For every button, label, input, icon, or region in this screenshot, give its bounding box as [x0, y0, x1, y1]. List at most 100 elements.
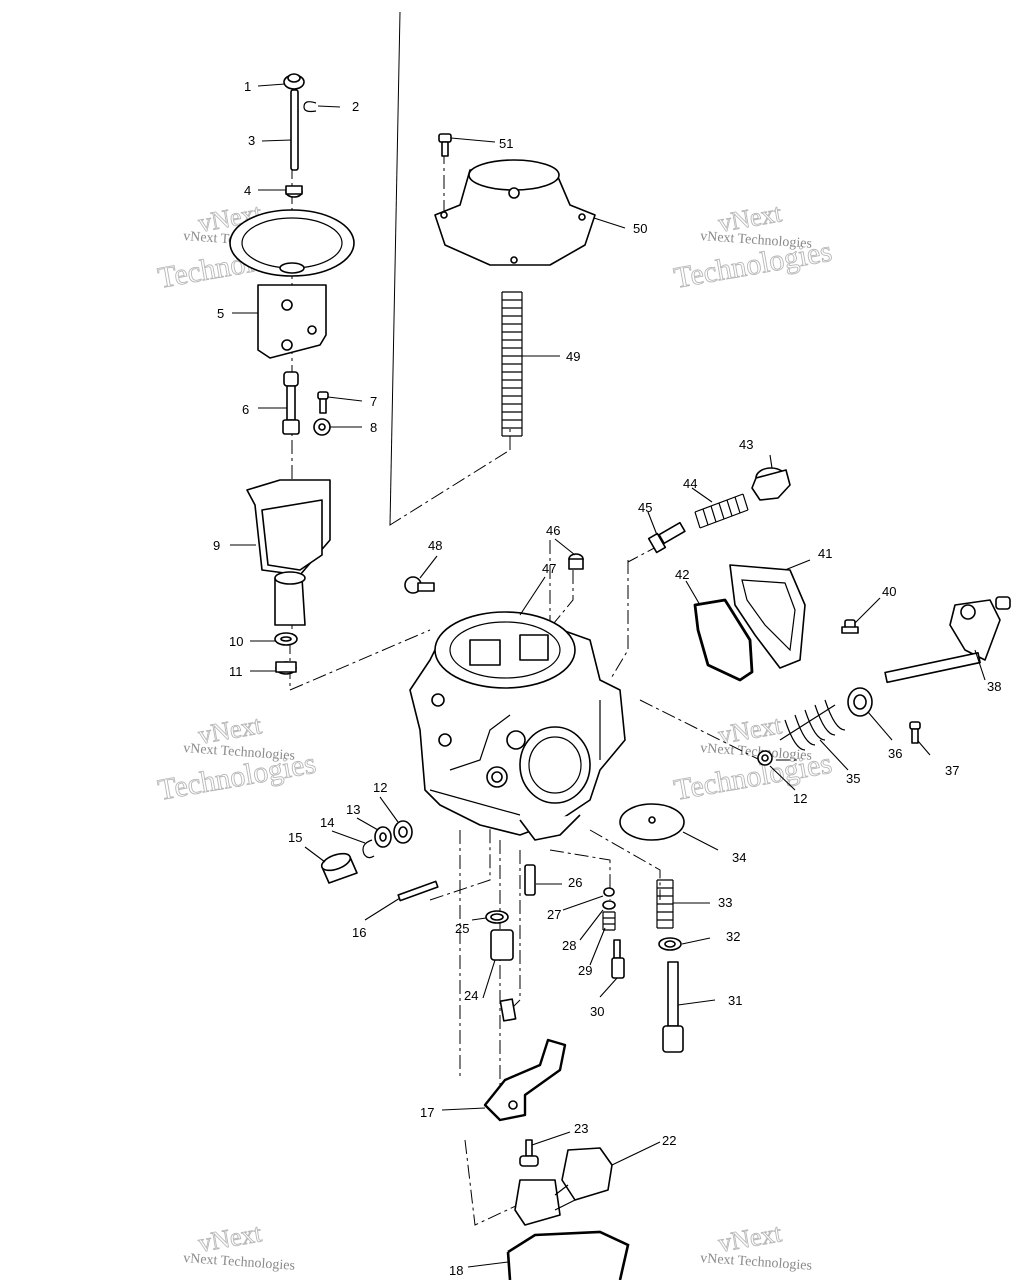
callout-26: 26 [568, 875, 582, 890]
watermark-top-right: vNext Technologies vNext Technologies [671, 198, 835, 296]
callout-48: 48 [428, 538, 442, 553]
callout-41: 41 [818, 546, 832, 561]
part-6-jet-needle-holder [282, 371, 300, 435]
part-30-pilot-screw [611, 939, 625, 979]
part-8-lock-washer [313, 418, 331, 436]
leader-lines [230, 83, 986, 1268]
watermark-mid-right: vNext Technologies vNext Technologies [671, 710, 835, 808]
part-12-seal [393, 820, 413, 844]
callout-29: 29 [578, 963, 592, 978]
callout-38: 38 [987, 679, 1001, 694]
callout-44: 44 [683, 476, 697, 491]
part-42-gasket [693, 598, 754, 682]
callout-10: 10 [229, 634, 243, 649]
callout-1: 1 [244, 79, 251, 94]
callout-40: 40 [882, 584, 896, 599]
part-46-plug [568, 553, 584, 570]
part-41-cover [729, 564, 806, 669]
callout-2: 2 [352, 99, 359, 114]
part-40-screw [841, 619, 859, 634]
part-4-spacer [285, 185, 303, 198]
part-17-bracket [483, 1038, 567, 1122]
callout-5: 5 [217, 306, 224, 321]
callout-17: 17 [420, 1105, 434, 1120]
part-33-spring [656, 879, 674, 929]
callout-8: 8 [370, 420, 377, 435]
callout-49: 49 [566, 349, 580, 364]
watermark-small: vNext Technologies [700, 1251, 813, 1274]
part-1-cap-nut [283, 73, 305, 90]
part-44-spring [694, 493, 749, 529]
part-14-clip [362, 839, 375, 859]
callout-9: 9 [213, 538, 220, 553]
callout-labels: 1 2 3 4 5 6 7 8 9 10 11 12 12 13 14 15 1… [213, 79, 1001, 1278]
callout-46: 46 [546, 523, 560, 538]
part-2-clip [303, 101, 317, 113]
part-45-plunger [647, 521, 686, 554]
callout-6: 6 [242, 402, 249, 417]
callout-12: 12 [793, 791, 807, 806]
watermark-bottom-left: vNext vNext Technologies [183, 1218, 296, 1274]
callout-50: 50 [633, 221, 647, 236]
part-32-washer [658, 937, 682, 951]
watermark-bottom-right: vNext vNext Technologies [700, 1218, 813, 1274]
callout-35: 35 [846, 771, 860, 786]
part-31-screw [662, 961, 684, 1053]
callout-33: 33 [718, 895, 732, 910]
part-3-needle [290, 89, 299, 171]
callout-3: 3 [248, 133, 255, 148]
part-11-plug [275, 661, 297, 675]
callout-31: 31 [728, 993, 742, 1008]
part-35-spring [779, 699, 846, 751]
callout-34: 34 [732, 850, 746, 865]
part-5-diaphragm-slide [229, 209, 355, 359]
callout-47: 47 [542, 561, 556, 576]
callout-4: 4 [244, 183, 251, 198]
watermark-small: vNext Technologies [183, 1251, 296, 1274]
callout-42: 42 [675, 567, 689, 582]
callout-36: 36 [888, 746, 902, 761]
part-43-cap [751, 467, 791, 501]
callout-14: 14 [320, 815, 334, 830]
part-28-washer [602, 900, 616, 910]
part-15-cap [320, 852, 358, 884]
callout-22: 22 [662, 1133, 676, 1148]
watermark-mid-left: vNext Technologies vNext Technologies [155, 710, 319, 808]
part-24-jet-holder [490, 929, 517, 1022]
part-48-screw [404, 576, 435, 594]
callout-15: 15 [288, 830, 302, 845]
part-23-screw [519, 1139, 539, 1167]
callout-24: 24 [464, 988, 478, 1003]
callout-16: 16 [352, 925, 366, 940]
callout-18: 18 [449, 1263, 463, 1278]
part-51-screw [438, 133, 452, 157]
callout-28: 28 [562, 938, 576, 953]
callout-51: 51 [499, 136, 513, 151]
part-29-spring [602, 911, 616, 931]
part-12-washer-right [757, 750, 773, 766]
callout-13: 13 [346, 802, 360, 817]
part-37-screw [909, 721, 921, 744]
part-10-o-ring [274, 632, 298, 646]
part-34-diaphragm [619, 803, 685, 841]
part-49-spring [501, 291, 523, 437]
callout-43: 43 [739, 437, 753, 452]
callout-45: 45 [638, 500, 652, 515]
part-13-washer [374, 826, 392, 848]
callout-7: 7 [370, 394, 377, 409]
callout-32: 32 [726, 929, 740, 944]
part-16-pin [397, 880, 439, 902]
callout-23: 23 [574, 1121, 588, 1136]
callout-25: 25 [455, 921, 469, 936]
part-50-top-cover [434, 159, 596, 266]
callout-30: 30 [590, 1004, 604, 1019]
callout-11: 11 [229, 664, 243, 679]
carburetor-body [409, 611, 626, 841]
callout-27: 27 [547, 907, 561, 922]
part-27-o-ring [603, 887, 615, 897]
part-25-o-ring [485, 910, 509, 924]
part-22-float-assembly [514, 1147, 613, 1226]
callout-12: 12 [373, 780, 387, 795]
part-36-bushing [847, 687, 873, 717]
